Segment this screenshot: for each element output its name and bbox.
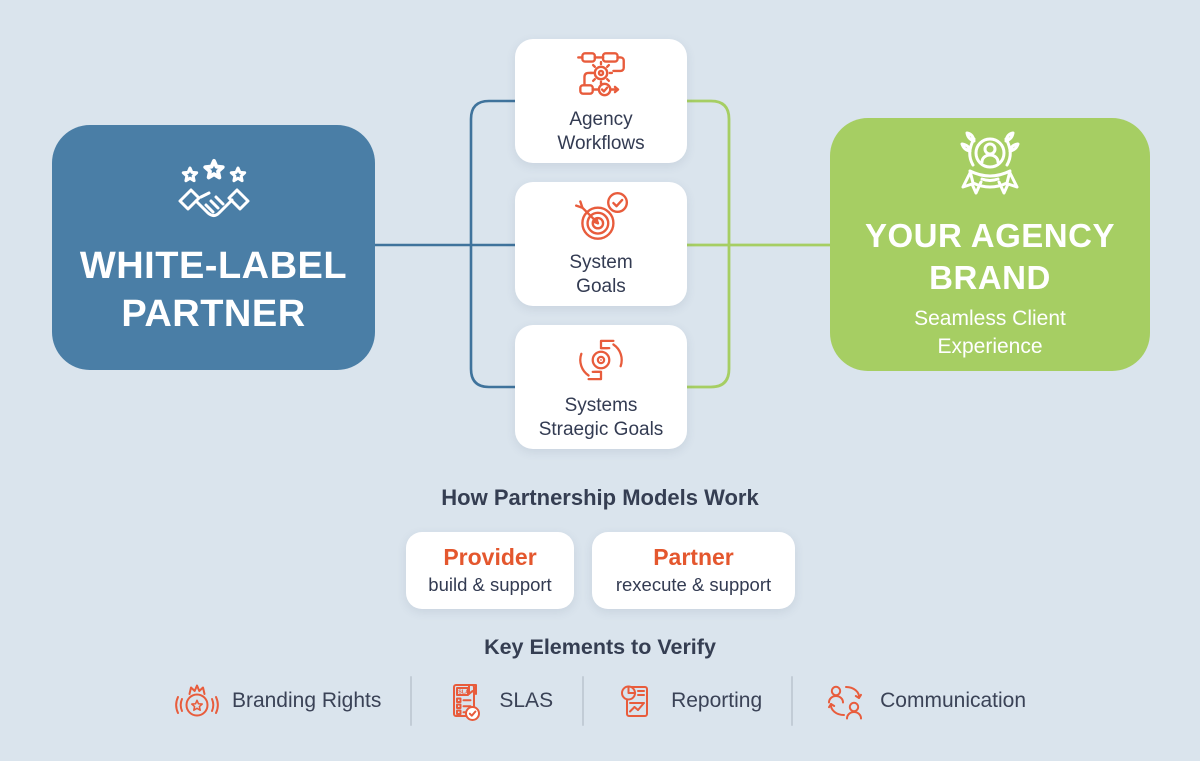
left-box-title: WHITE-LABEL PARTNER — [79, 244, 348, 335]
card-label-line: Systems — [564, 395, 638, 417]
provider-title: Provider — [443, 544, 537, 571]
card-system-goals: System Goals — [515, 182, 687, 306]
white-label-partner-box: WHITE-LABEL PARTNER — [52, 125, 375, 370]
divider — [582, 676, 585, 726]
key-element-slas: SLA SLAS — [441, 678, 553, 724]
key-element-reporting: Reporting — [613, 678, 762, 724]
card-label-line: Agency — [569, 109, 633, 131]
blue-bracket-line — [469, 99, 515, 389]
key-element-label: Branding Rights — [231, 689, 382, 712]
key-element-label: Reporting — [671, 689, 763, 712]
reporting-icon — [613, 678, 659, 724]
partner-card: Partner rexecute & support — [592, 532, 795, 609]
right-box-title: YOUR AGENCY BRAND — [865, 217, 1115, 296]
your-agency-brand-box: YOUR AGENCY BRAND Seamless Client Experi… — [830, 118, 1150, 371]
right-box-subtitle: Seamless Client Experience — [914, 307, 1066, 358]
card-label-line: Straegic Goals — [538, 419, 664, 440]
award-person-icon — [946, 129, 1034, 207]
collaboration-icon — [570, 332, 632, 388]
divider — [791, 676, 794, 726]
card-label-line: Goals — [576, 276, 626, 297]
key-element-label: Communication — [880, 689, 1027, 712]
card-label-line: Workflows — [557, 133, 645, 154]
communication-icon — [822, 678, 868, 724]
workflow-icon — [570, 46, 632, 102]
card-label: Systems Straegic Goals — [539, 394, 664, 442]
card-label: Agency Workflows — [557, 108, 644, 156]
target-goal-icon — [570, 189, 632, 245]
key-elements-heading: Key Elements to Verify — [484, 635, 716, 659]
provider-subtitle: build & support — [428, 573, 552, 595]
badge-star-icon — [174, 678, 220, 724]
card-label: System Goals — [569, 251, 632, 299]
handshake-stars-icon — [170, 157, 258, 233]
card-label-line: System — [569, 252, 633, 274]
card-systems-strategic-goals: Systems Straegic Goals — [515, 325, 687, 449]
partner-title: Partner — [653, 544, 734, 571]
key-element-branding-rights: Branding Rights — [174, 678, 381, 724]
partnership-heading: How Partnership Models Work — [441, 485, 759, 510]
key-element-label: SLAS — [499, 689, 554, 712]
provider-card: Provider build & support — [406, 532, 574, 609]
divider — [410, 676, 413, 726]
sla-document-icon: SLA — [441, 678, 487, 724]
key-elements-row: Branding Rights SLA SLAS — [0, 672, 1200, 730]
green-bracket-line — [687, 99, 731, 389]
key-element-communication: Communication — [822, 678, 1026, 724]
card-agency-workflows: Agency Workflows — [515, 39, 687, 163]
partner-subtitle: rexecute & support — [615, 573, 772, 595]
svg-text:SLA: SLA — [459, 690, 470, 696]
